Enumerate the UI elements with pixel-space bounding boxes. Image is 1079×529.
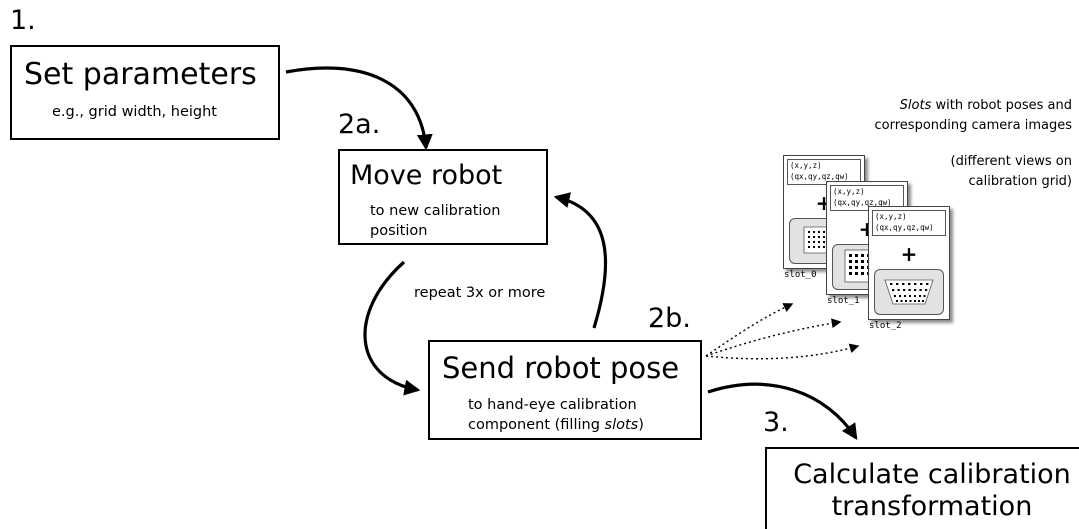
slot-card: (x,y,z) (qx,qy,qz,qw) + slot_2	[868, 206, 950, 331]
arrow-to-slot-2	[705, 343, 860, 360]
views-caption: (different views on calibration grid)	[950, 154, 1072, 189]
slots-emphasis: slots	[604, 416, 639, 433]
move-robot-box: Move robot to new calibration position	[338, 149, 548, 245]
grid-pattern-icon	[803, 226, 831, 254]
set-parameters-subtitle: e.g., grid width, height	[52, 104, 217, 120]
slot-label: slot_2	[869, 321, 902, 331]
arrow-move-to-send	[363, 260, 421, 396]
send-robot-pose-subtitle: to hand-eye calibration component (filli…	[468, 397, 644, 433]
step-2b-label: 2b.	[648, 303, 691, 334]
calculate-title: Calculate calibration transformation	[793, 459, 1071, 523]
slot-label: slot_0	[784, 270, 817, 280]
step-2a-label: 2a.	[338, 109, 381, 140]
arrow-send-to-calculate	[707, 382, 858, 441]
camera-image	[874, 269, 944, 315]
set-parameters-title: Set parameters	[24, 57, 257, 92]
arrow-params-to-move	[285, 66, 433, 151]
arrow-to-slot-1	[705, 318, 842, 357]
pose-text: (x,y,z) (qx,qy,qz,qw)	[787, 159, 861, 185]
calculate-box: Calculate calibration transformation	[765, 447, 1079, 529]
send-robot-pose-title: Send robot pose	[442, 351, 680, 385]
step-3-label: 3.	[763, 407, 789, 438]
move-robot-subtitle: to new calibration position	[370, 203, 501, 239]
slots-caption: Slots with robot poses and corresponding…	[874, 98, 1072, 133]
set-parameters-box: Set parameters e.g., grid width, height	[10, 45, 280, 140]
arrow-send-to-move	[553, 192, 608, 329]
arrow-to-slot-0	[705, 303, 794, 357]
pose-text: (x,y,z) (qx,qy,qz,qw)	[872, 210, 946, 236]
step-1-label: 1.	[10, 5, 36, 36]
send-robot-pose-box: Send robot pose to hand-eye calibration …	[428, 340, 702, 440]
loop-label: repeat 3x or more	[414, 285, 546, 301]
slot-card: (x,y,z) (qx,qy,qz,qw) + slot_0	[783, 155, 865, 280]
move-robot-title: Move robot	[350, 160, 503, 191]
grid-pattern-icon	[884, 279, 934, 305]
slot-label: slot_1	[827, 296, 860, 306]
